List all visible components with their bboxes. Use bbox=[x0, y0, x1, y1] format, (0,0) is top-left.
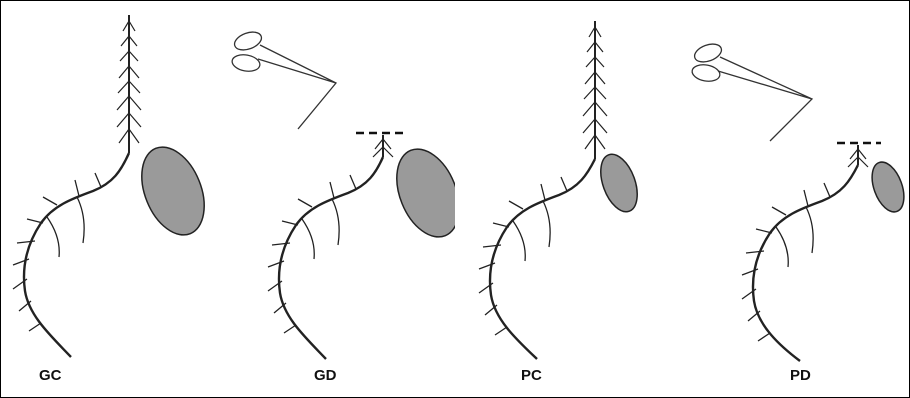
shoot-intact bbox=[117, 15, 141, 153]
panel-gc: GC bbox=[1, 1, 228, 397]
seedling-gc bbox=[1, 1, 228, 397]
root bbox=[742, 165, 858, 361]
seed-small bbox=[866, 158, 909, 216]
panel-label: PD bbox=[790, 367, 811, 384]
seedling-gd bbox=[228, 1, 455, 397]
shoot-stump bbox=[848, 145, 868, 167]
panel-label: GC bbox=[39, 367, 62, 384]
seed-large bbox=[130, 138, 216, 244]
seed-small bbox=[594, 149, 645, 216]
root bbox=[268, 157, 383, 359]
panel-gd: GD bbox=[228, 1, 455, 397]
root bbox=[479, 159, 595, 359]
seed-large bbox=[385, 140, 455, 246]
panel-pc: PC bbox=[455, 1, 682, 397]
shoot-intact bbox=[583, 21, 607, 159]
seedling-pc bbox=[455, 1, 682, 397]
scissors-icon bbox=[231, 29, 336, 129]
shoot-stump bbox=[373, 135, 393, 157]
seedling-pd bbox=[682, 1, 909, 397]
root bbox=[13, 153, 129, 357]
panel-pd: PD bbox=[682, 1, 909, 397]
panel-label: GD bbox=[314, 367, 337, 384]
scissors-icon bbox=[691, 41, 812, 141]
panel-label: PC bbox=[521, 367, 542, 384]
